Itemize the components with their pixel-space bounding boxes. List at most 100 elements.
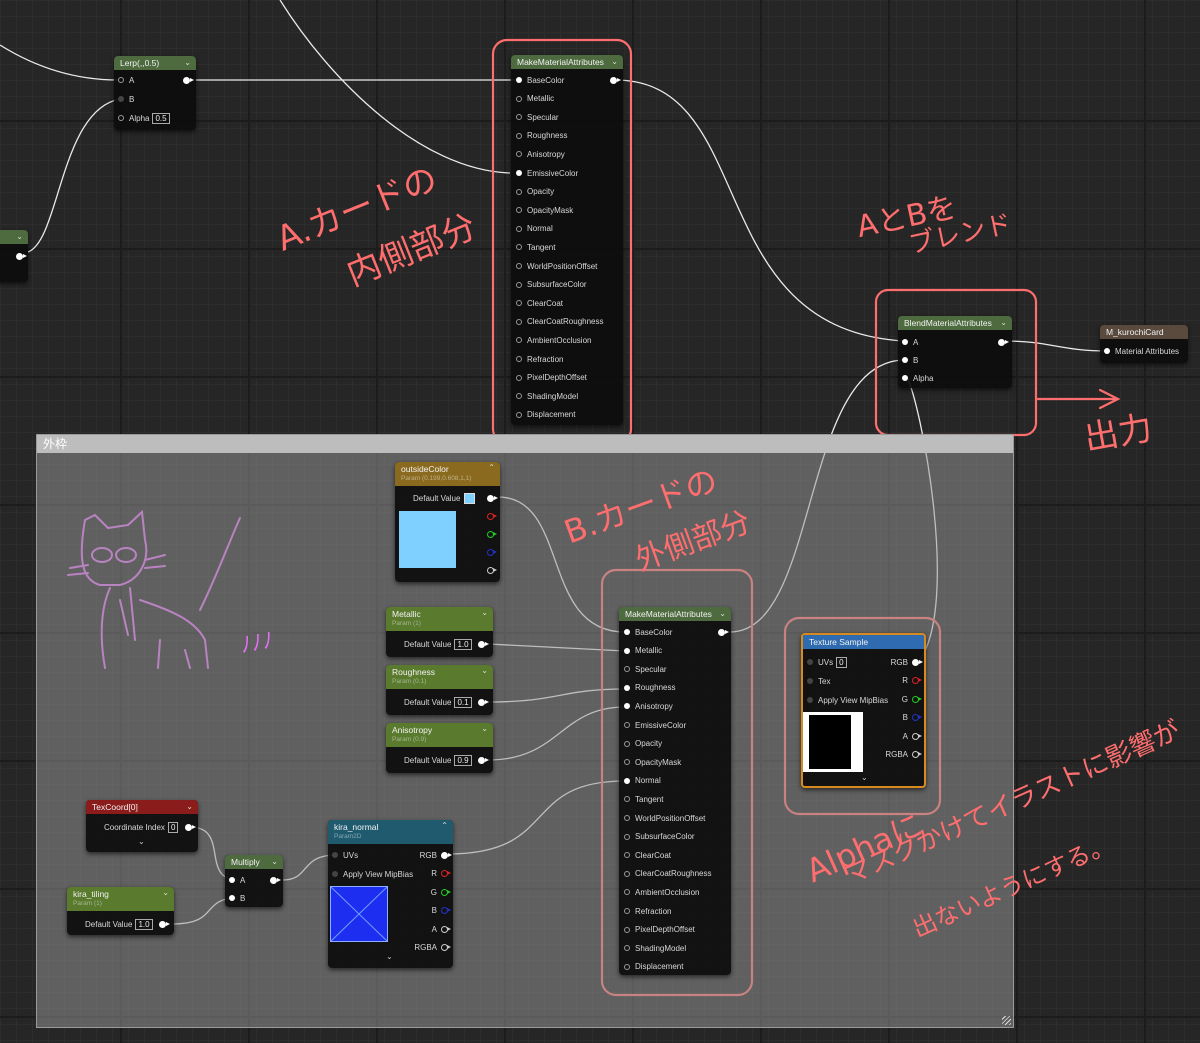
mma-bottom-pin[interactable]: PixelDepthOffset: [624, 924, 695, 936]
mma-top-pin[interactable]: ClearCoatRoughness: [516, 316, 604, 328]
roughness-value[interactable]: 0.1: [454, 696, 472, 708]
metallic-header[interactable]: Metallic Param (1) ⌄: [386, 607, 493, 631]
outside-color-default[interactable]: Default Value: [413, 492, 476, 504]
lerp-output-pin[interactable]: [183, 74, 194, 86]
blend-pin-a[interactable]: A: [902, 336, 918, 348]
mma-bottom-pin[interactable]: Refraction: [624, 905, 671, 917]
mma-bottom-header[interactable]: MakeMaterialAttributes ⌄: [619, 607, 731, 621]
mma-top-pin[interactable]: SubsurfaceColor: [516, 279, 587, 291]
chevron-up-icon[interactable]: ⌃: [441, 821, 448, 830]
mma-top-output[interactable]: [610, 74, 621, 86]
mma-bottom-pin[interactable]: Metallic: [624, 645, 662, 657]
kira-normal-pin-uvs[interactable]: UVs: [332, 849, 358, 861]
texture-sample-out-a[interactable]: A: [903, 730, 922, 742]
outside-color-out-rgb[interactable]: [487, 492, 498, 504]
mma-top-pin[interactable]: ShadingModel: [516, 390, 578, 402]
chevron-down-icon[interactable]: ⌄: [481, 666, 488, 675]
partial-node-header[interactable]: ⌄: [0, 230, 28, 244]
roughness-output[interactable]: [478, 696, 489, 708]
chevron-down-icon[interactable]: ⌄: [719, 609, 726, 618]
multiply-output[interactable]: [270, 874, 281, 886]
lerp-alpha-value[interactable]: 0.5: [152, 112, 170, 124]
roughness-header[interactable]: Roughness Param (0.1) ⌄: [386, 665, 493, 689]
metallic-value[interactable]: 1.0: [454, 638, 472, 650]
kira-normal-out-rgba[interactable]: RGBA: [414, 941, 451, 953]
kira-tiling-value[interactable]: 1.0: [135, 918, 153, 930]
comment-resize-grip[interactable]: [1002, 1016, 1011, 1025]
kira-normal-out-rgb[interactable]: RGB: [420, 849, 452, 861]
texture-sample-pin-mipbias[interactable]: Apply View MipBias: [807, 694, 888, 706]
texture-sample-uvs-value[interactable]: 0: [836, 656, 847, 668]
texcoord-header[interactable]: TexCoord[0] ⌄: [86, 800, 198, 814]
outside-color-header[interactable]: outsideColor Param (0.199,0.608,1,1) ⌃: [395, 462, 500, 486]
mma-top-pin[interactable]: Tangent: [516, 241, 555, 253]
texture-sample-out-b[interactable]: B: [903, 711, 922, 723]
texture-sample-out-g[interactable]: G: [902, 693, 922, 705]
mma-bottom-pin[interactable]: SubsurfaceColor: [624, 831, 695, 843]
mma-bottom-pin[interactable]: EmissiveColor: [624, 719, 686, 731]
chevron-down-icon[interactable]: ⌄: [386, 952, 393, 961]
mma-bottom-pin[interactable]: AmbientOcclusion: [624, 886, 699, 898]
blend-material-attributes-node[interactable]: BlendMaterialAttributes ⌄ A B Alpha: [898, 316, 1012, 388]
blend-pin-alpha[interactable]: Alpha: [902, 372, 933, 384]
kira-tiling-output[interactable]: [159, 918, 170, 930]
texture-sample-out-rgba[interactable]: RGBA: [885, 748, 922, 760]
mma-top-pin[interactable]: Specular: [516, 111, 559, 123]
mma-bottom-pin[interactable]: Opacity: [624, 738, 662, 750]
outside-color-out-g[interactable]: [487, 528, 497, 540]
outside-color-out-a[interactable]: [487, 564, 497, 576]
chevron-down-icon[interactable]: ⌄: [481, 608, 488, 617]
mma-bottom-pin[interactable]: Specular: [624, 663, 667, 675]
texture-sample-header[interactable]: Texture Sample: [803, 635, 924, 649]
mma-top-pin[interactable]: Displacement: [516, 409, 575, 421]
mma-bottom-pin[interactable]: WorldPositionOffset: [624, 812, 705, 824]
kira-normal-out-r[interactable]: R: [431, 867, 451, 879]
material-output-node[interactable]: M_kurochiCard Material Attributes: [1100, 325, 1188, 363]
partial-node-output[interactable]: [16, 250, 27, 262]
mma-bottom-output[interactable]: [718, 626, 729, 638]
mma-top-pin[interactable]: PixelDepthOffset: [516, 372, 587, 384]
outside-color-out-b[interactable]: [487, 546, 497, 558]
mma-bottom-pin[interactable]: Displacement: [624, 961, 683, 973]
mma-top-pin[interactable]: AmbientOcclusion: [516, 334, 591, 346]
color-swatch-small[interactable]: [464, 492, 476, 504]
multiply-pin-a[interactable]: A: [229, 874, 245, 886]
blend-pin-b[interactable]: B: [902, 354, 918, 366]
chevron-down-icon[interactable]: ⌄: [186, 802, 193, 811]
blend-output[interactable]: [998, 336, 1009, 348]
lerp-pin-b[interactable]: B: [118, 93, 134, 105]
mma-bottom-pin[interactable]: ClearCoatRoughness: [624, 868, 712, 880]
output-header[interactable]: M_kurochiCard: [1100, 325, 1188, 339]
mma-top-header[interactable]: MakeMaterialAttributes ⌄: [511, 55, 623, 69]
texcoord-output[interactable]: [185, 821, 196, 833]
chevron-down-icon[interactable]: ⌄: [271, 857, 278, 866]
lerp-pin-a[interactable]: A: [118, 74, 134, 86]
mma-top-pin[interactable]: BaseColor: [516, 74, 564, 86]
chevron-down-icon[interactable]: ⌄: [481, 724, 488, 733]
mma-bottom-pin[interactable]: Tangent: [624, 793, 663, 805]
mma-bottom-pin[interactable]: ClearCoat: [624, 849, 671, 861]
mma-bottom-pin[interactable]: OpacityMask: [624, 756, 681, 768]
mma-top-pin[interactable]: OpacityMask: [516, 204, 573, 216]
multiply-header[interactable]: Multiply ⌄: [225, 855, 283, 869]
partial-node-left[interactable]: ⌄: [0, 230, 28, 282]
mma-top-pin[interactable]: EmissiveColor: [516, 167, 578, 179]
chevron-down-icon[interactable]: ⌄: [138, 837, 145, 846]
kira-normal-header[interactable]: kira_normal Param2D ⌃: [328, 820, 453, 844]
chevron-down-icon[interactable]: ⌄: [162, 888, 169, 897]
mma-bottom-pin[interactable]: Anisotropy: [624, 700, 673, 712]
